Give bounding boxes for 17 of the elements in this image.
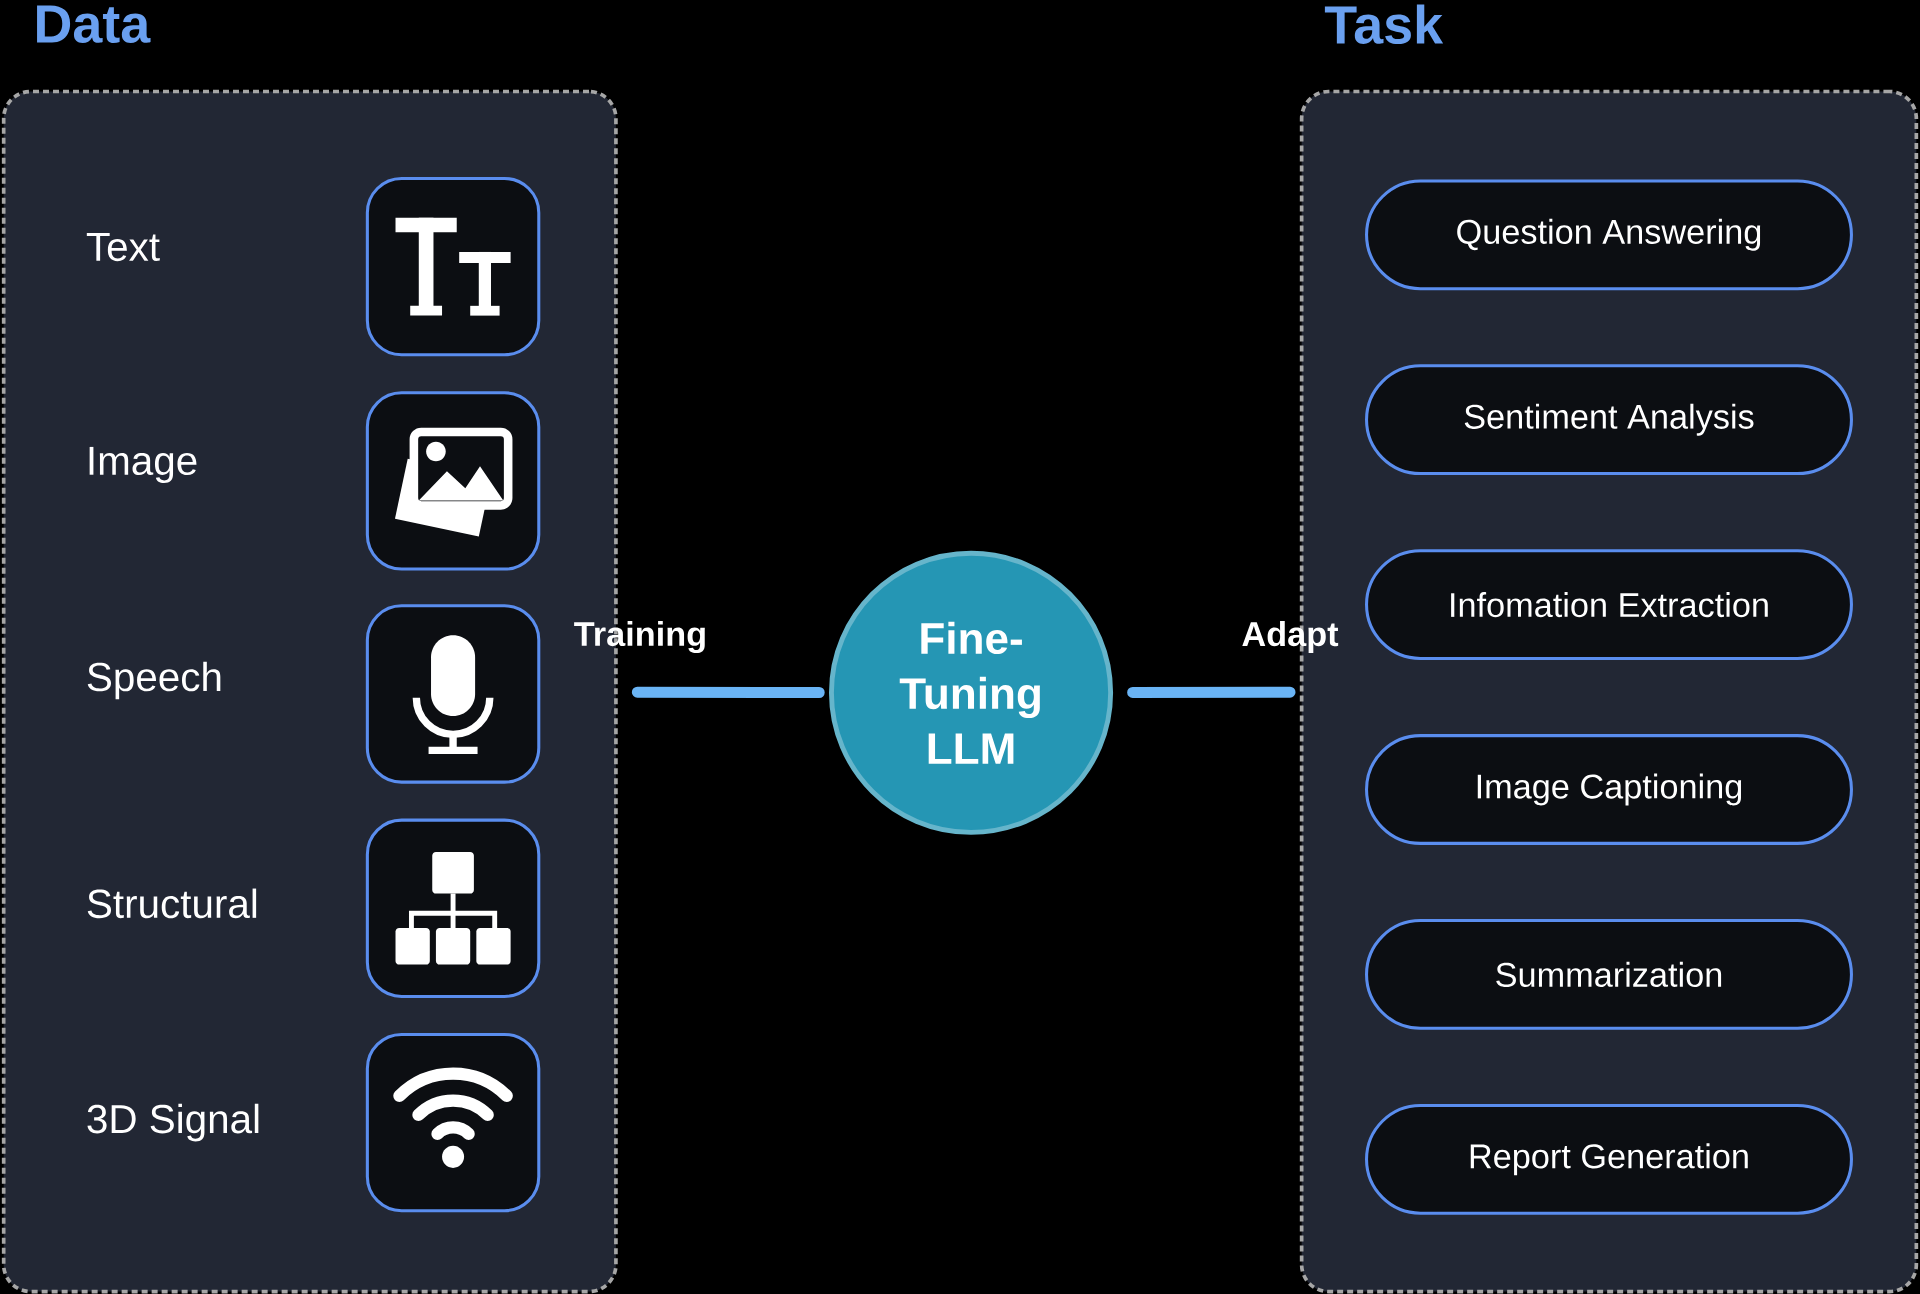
task-pill: Infomation Extraction: [1365, 549, 1853, 660]
data-label: Speech: [87, 661, 221, 700]
task-pill: Sentiment Analysis: [1365, 364, 1853, 476]
data-label: Structural: [87, 888, 257, 919]
connector-bar: [631, 686, 825, 698]
connector-bar: [1127, 686, 1296, 698]
data-label: Image: [89, 446, 197, 484]
panel-heading: Data: [37, 5, 151, 43]
edge-label: Training: [574, 621, 705, 654]
task-pill: Summarization: [1365, 919, 1853, 1030]
panel-heading: Task: [1324, 4, 1444, 44]
edge-label: Adapt: [1242, 621, 1339, 654]
data-label: Text: [86, 232, 160, 262]
task-pill: Image Captioning: [1365, 734, 1853, 845]
data-label: 3D Signal: [87, 1103, 259, 1142]
task-pill: Question Answering: [1365, 179, 1853, 291]
task-pill: Report Generation: [1365, 1103, 1853, 1215]
